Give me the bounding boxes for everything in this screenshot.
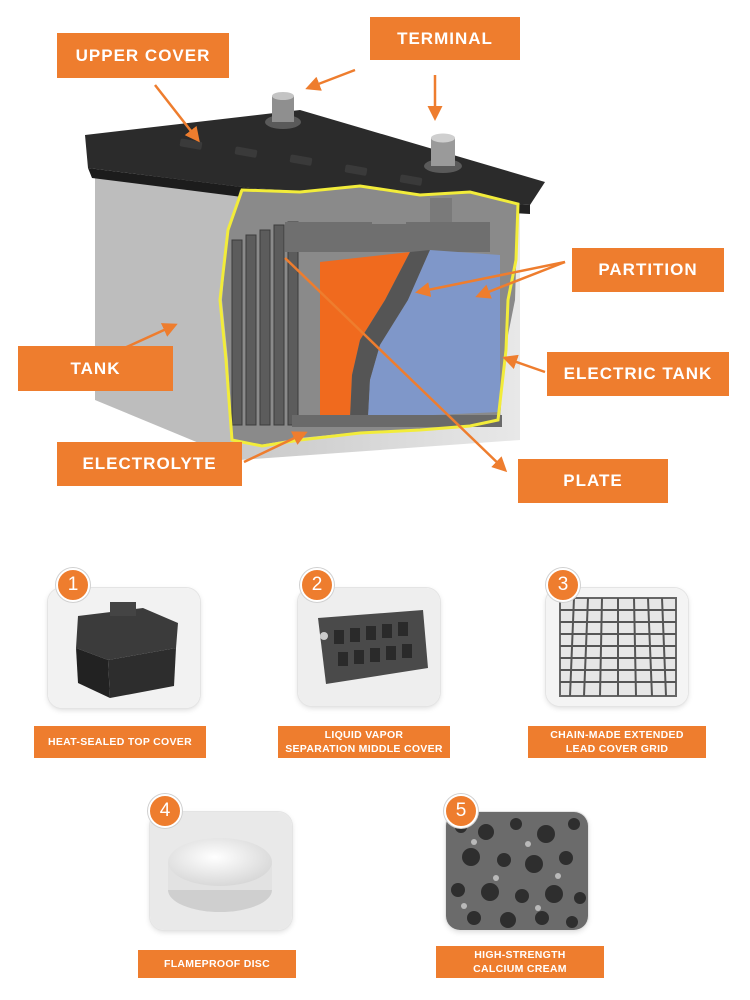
label-upper-cover: UPPER COVER — [57, 33, 229, 78]
feature-caption: FLAMEPROOF DISC — [138, 950, 296, 978]
feature-caption: HIGH-STRENGTH CALCIUM CREAM — [436, 946, 604, 978]
lead-grid-photo-icon — [546, 588, 688, 706]
battery-cutaway-diagram — [85, 68, 566, 473]
feature-photo-calcium-cream — [446, 812, 588, 930]
feature-number-badge: 1 — [56, 568, 90, 602]
terminal-posts — [265, 92, 462, 173]
feature-caption-text: SEPARATION MIDDLE COVER — [285, 743, 443, 755]
feature-number-badge: 5 — [444, 794, 478, 828]
feature-caption-text: LEAD COVER GRID — [565, 743, 669, 755]
label-terminal: TERMINAL — [370, 17, 520, 60]
feature-number-badge: 2 — [300, 568, 334, 602]
label-tank: TANK — [18, 346, 173, 391]
top-cover-photo-icon — [48, 588, 200, 708]
feature-number-badge: 3 — [546, 568, 580, 602]
flameproof-disc-photo-icon — [150, 812, 292, 930]
feature-caption-text: LIQUID VAPOR — [324, 729, 404, 741]
feature-caption: CHAIN-MADE EXTENDED LEAD COVER GRID — [528, 726, 706, 758]
feature-photo-middle-cover — [298, 588, 440, 706]
feature-caption-text: HIGH-STRENGTH — [474, 949, 566, 961]
feature-photo-top-cover — [48, 588, 200, 708]
label-electric-tank: ELECTRIC TANK — [547, 352, 729, 396]
callout-arrows — [119, 68, 566, 473]
feature-caption-text: CHAIN-MADE EXTENDED — [550, 729, 684, 741]
label-electrolyte: ELECTROLYTE — [57, 442, 242, 486]
feature-photo-flameproof-disc — [150, 812, 292, 930]
feature-caption-text: HEAT-SEALED TOP COVER — [48, 736, 192, 748]
cutaway-interior — [222, 186, 518, 445]
label-partition: PARTITION — [572, 248, 724, 292]
orange-plate — [320, 252, 410, 420]
feature-caption: LIQUID VAPOR SEPARATION MIDDLE COVER — [278, 726, 450, 758]
feature-number-badge: 4 — [148, 794, 182, 828]
calcium-cream-photo-icon — [446, 812, 588, 930]
feature-caption-text: FLAMEPROOF DISC — [164, 958, 270, 970]
feature-caption: HEAT-SEALED TOP COVER — [34, 726, 206, 758]
label-plate: PLATE — [518, 459, 668, 503]
feature-caption-text: CALCIUM CREAM — [473, 963, 567, 975]
upper-cover-lid — [85, 110, 545, 214]
blue-partition — [368, 250, 500, 418]
cutaway-outline — [218, 184, 520, 448]
feature-photo-lead-grid — [546, 588, 688, 706]
middle-cover-photo-icon — [298, 588, 440, 706]
